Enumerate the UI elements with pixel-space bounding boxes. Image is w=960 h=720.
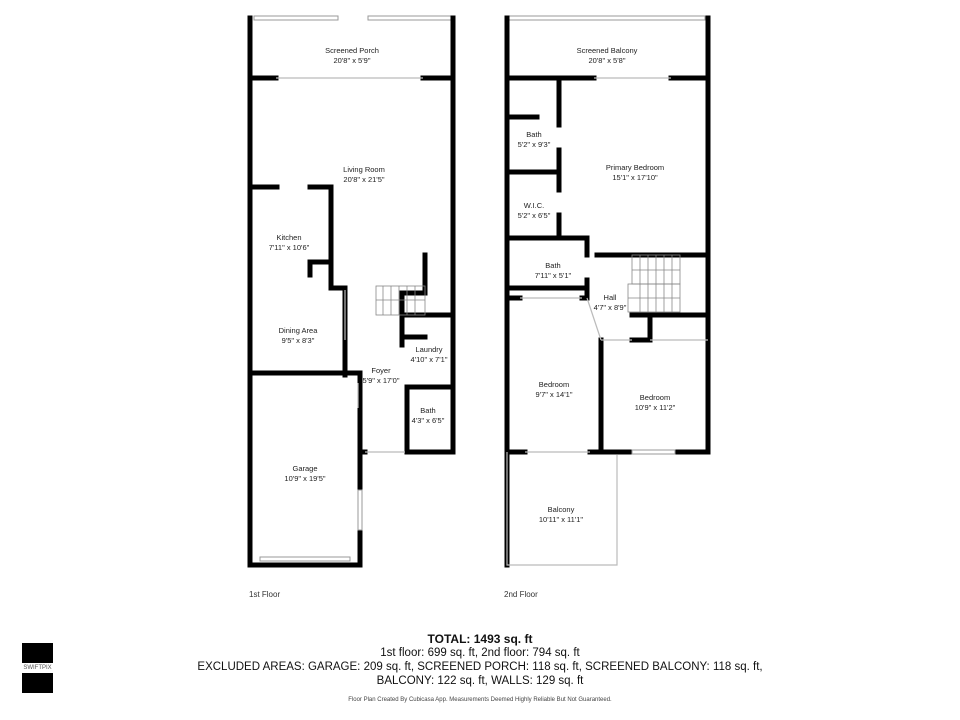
room-size: 20'8" x 5'8"	[589, 56, 626, 65]
disclaimer: Floor Plan Created By Cubicasa App. Meas…	[348, 697, 612, 703]
room-size: 10'9" x 19'5"	[284, 474, 325, 483]
room-name: Bath	[526, 130, 541, 139]
room-size: 20'8" x 5'9"	[334, 56, 371, 65]
room-name: Balcony	[548, 505, 575, 514]
window	[367, 15, 453, 21]
room-name: Screened Porch	[325, 46, 379, 55]
room-name: Primary Bedroom	[606, 163, 664, 172]
logo-text: SWIFTPIX	[23, 665, 52, 671]
window	[253, 15, 339, 21]
room-size: 7'11" x 5'1"	[535, 271, 572, 280]
swiftpix-logo: SWIFTPIX	[22, 643, 53, 693]
first-floor-plan: Screened Porch 20'8" x 5'9" Living Room …	[247, 15, 456, 599]
excluded-areas-cont: BALCONY: 122 sq. ft, WALLS: 129 sq. ft	[376, 675, 584, 687]
room-size: 4'10" x 7'1"	[411, 355, 448, 364]
room-size: 10'9" x 11'2"	[635, 403, 676, 412]
staircase	[375, 285, 426, 316]
total-area: TOTAL: 1493 sq. ft	[427, 632, 533, 646]
walls	[247, 15, 456, 568]
room-name: Laundry	[415, 345, 442, 354]
room-name: Screened Balcony	[577, 46, 638, 55]
walls	[504, 15, 711, 568]
room-name: Hall	[604, 293, 617, 302]
room-size: 20'8" x 21'5"	[343, 175, 384, 184]
room-name: Bedroom	[640, 393, 670, 402]
room-size: 10'11" x 11'1"	[539, 515, 584, 524]
garage-window	[357, 489, 363, 531]
garage-door	[259, 556, 351, 562]
excluded-areas: EXCLUDED AREAS: GARAGE: 209 sq. ft, SCRE…	[197, 661, 763, 673]
room-name: Bath	[545, 261, 560, 270]
room-name: Bath	[420, 406, 435, 415]
room-name: Foyer	[371, 366, 391, 375]
staircase	[627, 254, 681, 313]
floor-label: 1st Floor	[249, 590, 280, 599]
window	[508, 15, 706, 21]
room-size: 9'5" x 8'3"	[282, 336, 315, 345]
room-size: 7'11" x 10'6"	[269, 243, 310, 252]
second-floor-plan: Screened Balcony 20'8" x 5'8" Bath 5'2" …	[504, 15, 711, 599]
room-size: 5'9" x 17'0"	[363, 376, 400, 385]
floor-label: 2nd Floor	[504, 590, 538, 599]
room-name: Garage	[292, 464, 317, 473]
window	[631, 449, 676, 455]
room-name: Bedroom	[539, 380, 569, 389]
floor-areas: 1st floor: 699 sq. ft, 2nd floor: 794 sq…	[380, 647, 580, 659]
room-size: 4'3" x 6'5"	[412, 416, 445, 425]
room-size: 5'2" x 6'5"	[518, 211, 551, 220]
room-name: Kitchen	[276, 233, 301, 242]
room-size: 5'2" x 9'3"	[518, 140, 551, 149]
room-name: W.I.C.	[524, 201, 544, 210]
room-size: 4'7" x 8'9"	[594, 303, 627, 312]
balcony-railing	[506, 452, 618, 566]
room-size: 9'7" x 14'1"	[536, 390, 573, 399]
room-name: Living Room	[343, 165, 385, 174]
room-size: 15'1" x 17'10"	[612, 173, 658, 182]
room-name: Dining Area	[279, 326, 319, 335]
